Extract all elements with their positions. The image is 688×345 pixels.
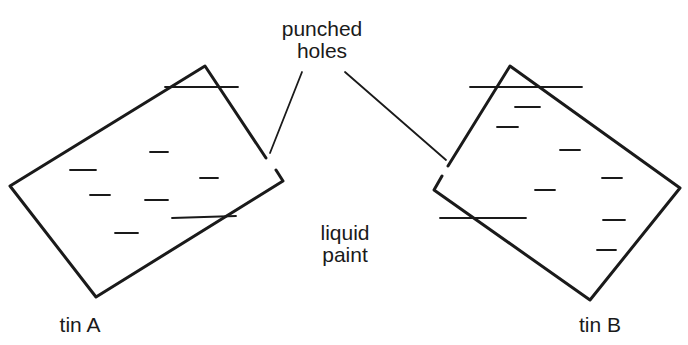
callout-label: punched holes <box>267 18 377 62</box>
leader-line <box>345 72 446 160</box>
leader-line <box>270 72 302 153</box>
tin-b-outline <box>434 66 680 300</box>
paint-surface-a <box>165 86 238 88</box>
tin-label: tin B <box>540 314 660 336</box>
callout-label: liquid paint <box>295 222 395 266</box>
paint-surface-b <box>470 86 582 88</box>
tin-a-outline <box>10 66 283 297</box>
tin-label: tin A <box>20 314 140 336</box>
